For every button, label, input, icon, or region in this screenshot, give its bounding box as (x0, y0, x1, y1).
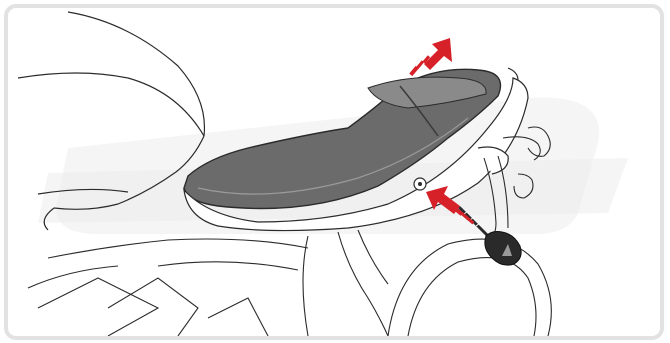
figure-frame (4, 4, 664, 340)
rear-wheel-outline (28, 239, 551, 336)
motorcycle-seat-removal-illustration (8, 8, 660, 336)
seat-lock-keyhole-icon (414, 178, 426, 190)
